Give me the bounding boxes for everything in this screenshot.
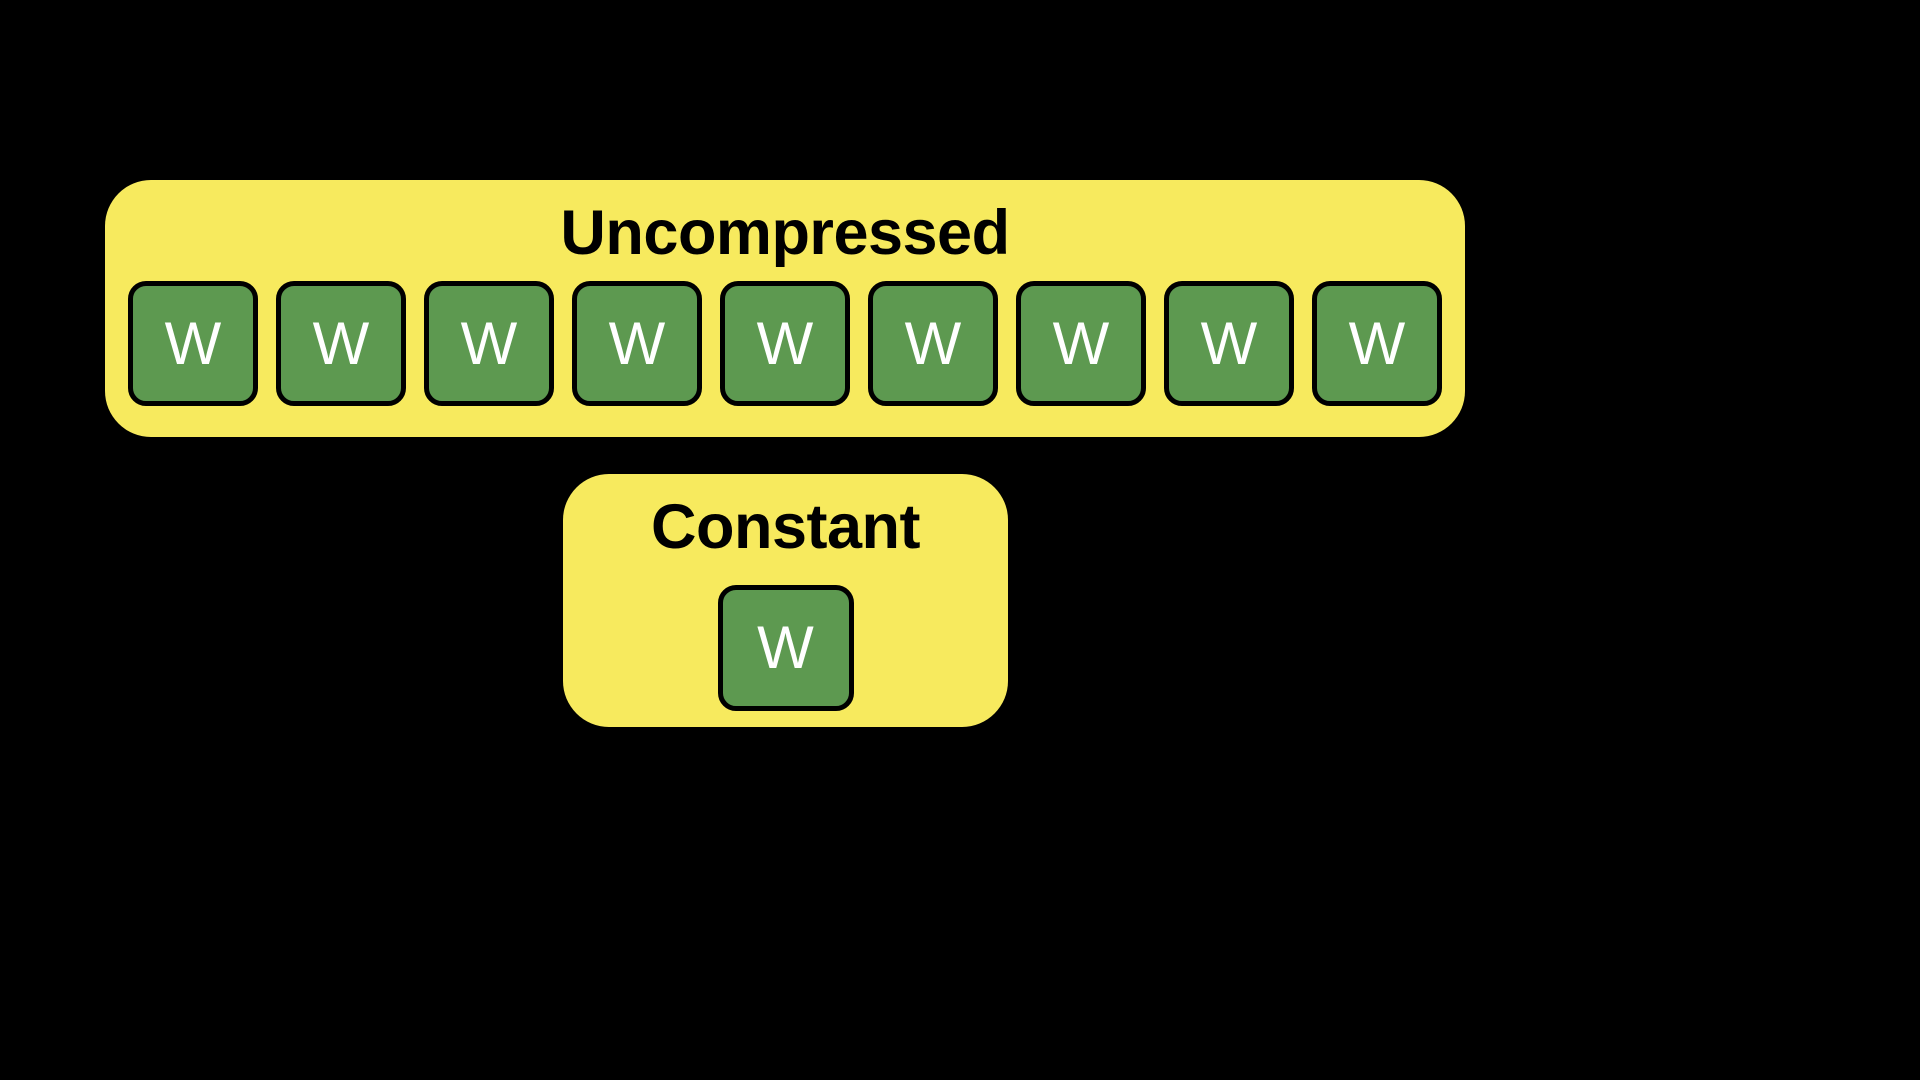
uncompressed-weight-row: W W W W W W W W W: [128, 281, 1442, 406]
weight-box: W: [1312, 281, 1442, 406]
weight-box-label: W: [904, 309, 962, 377]
weight-box: W: [572, 281, 702, 406]
weight-box-label: W: [1200, 309, 1258, 377]
weight-box-label: W: [608, 309, 666, 377]
weight-box: W: [1016, 281, 1146, 406]
weight-box: W: [720, 281, 850, 406]
weight-box: W: [424, 281, 554, 406]
weight-box: W: [1164, 281, 1294, 406]
weight-box-label: W: [1348, 309, 1406, 377]
weight-box-label: W: [757, 614, 814, 681]
weight-box-label: W: [460, 309, 518, 377]
weight-box-label: W: [312, 309, 370, 377]
weight-box: W: [276, 281, 406, 406]
weight-box: W: [717, 585, 854, 711]
uncompressed-panel: Uncompressed W W W W W W W: [105, 180, 1465, 437]
constant-weight-row: W: [717, 585, 854, 711]
weight-box: W: [128, 281, 258, 406]
weight-box-label: W: [756, 309, 814, 377]
weight-box: W: [868, 281, 998, 406]
constant-panel-title: Constant: [651, 492, 920, 562]
constant-panel: Constant W: [563, 474, 1008, 727]
weight-box-label: W: [1052, 309, 1110, 377]
uncompressed-panel-title: Uncompressed: [560, 198, 1010, 268]
weight-box-label: W: [164, 309, 222, 377]
